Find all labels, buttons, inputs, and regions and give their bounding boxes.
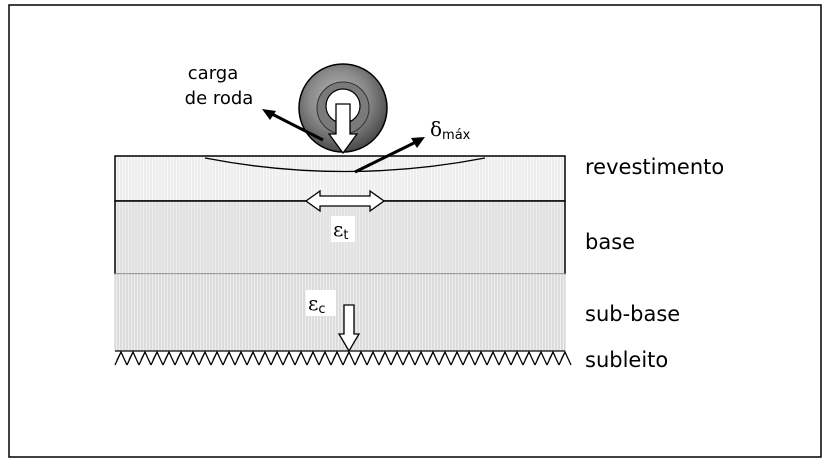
deflection-symbol: δmáx <box>430 117 471 143</box>
subleito-hatching <box>114 350 572 366</box>
layer-label-base: base <box>585 230 635 254</box>
compression-symbol-box <box>306 290 336 316</box>
load-label-line2: de roda <box>185 88 254 109</box>
deflection-pointer <box>354 139 419 174</box>
tension-arrow-icon <box>304 189 386 213</box>
compression-strain-symbol: εc <box>308 291 326 317</box>
layer-label-subleito: subleito <box>585 348 668 372</box>
tension-symbol-box <box>331 216 355 242</box>
load-label-pointer <box>267 110 324 142</box>
tension-strain-symbol: εt <box>333 217 348 243</box>
subbase-layer <box>114 273 566 352</box>
subleito-hatch-lines <box>114 350 572 366</box>
layer-label-revestimento: revestimento <box>585 155 724 179</box>
load-arrow-icon <box>327 103 359 155</box>
compression-arrow-icon <box>337 304 361 353</box>
load-label-pointer-head <box>262 109 276 120</box>
deflection-curve <box>204 157 486 173</box>
revestimento-layer <box>114 155 566 202</box>
load-label-line1: carga <box>188 63 238 84</box>
deflection-pointer-head <box>411 137 425 148</box>
layer-label-subbase: sub-base <box>585 302 680 326</box>
